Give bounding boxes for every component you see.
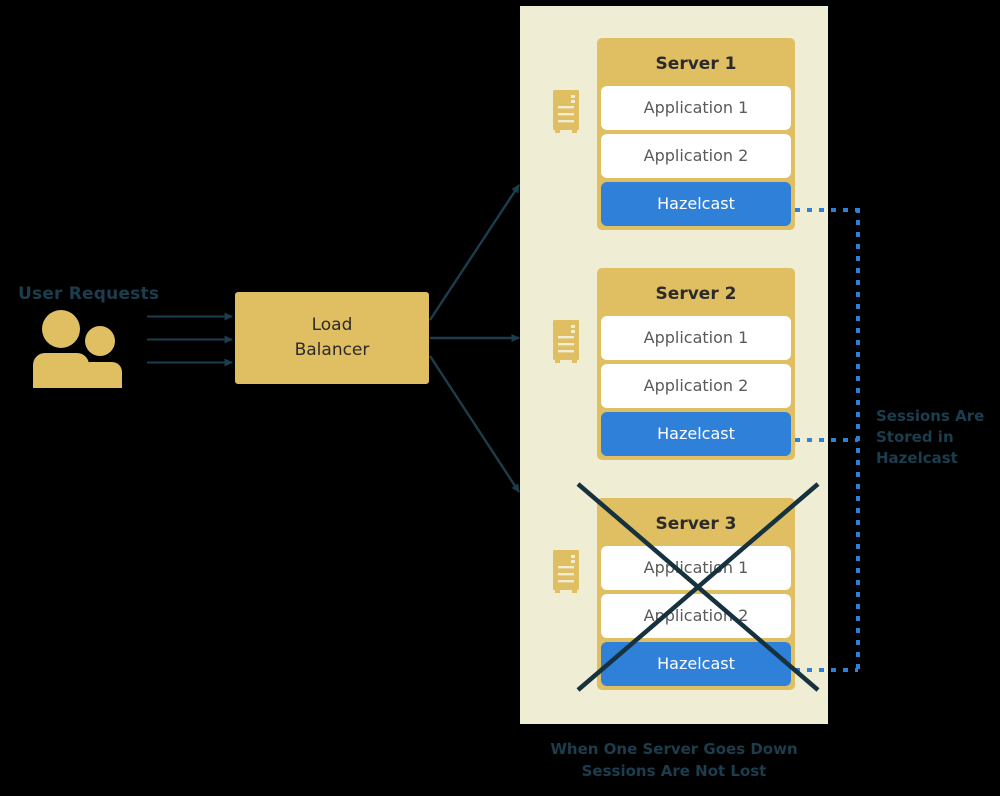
server-card-2[interactable]: Server 2 Application 1 Application 2 Haz… (597, 268, 795, 460)
server-rack-icon (553, 550, 579, 593)
hazelcast-row[interactable]: Hazelcast (601, 642, 791, 686)
hazelcast-row[interactable]: Hazelcast (601, 182, 791, 226)
hazelcast-row[interactable]: Hazelcast (601, 412, 791, 456)
sessions-stored-note: Sessions Are Stored in Hazelcast (876, 407, 985, 467)
bottom-caption-line1: When One Server Goes Down (550, 740, 798, 758)
application-row[interactable]: Application 1 (601, 316, 791, 360)
server-card-1[interactable]: Server 1 Application 1 Application 2 Haz… (597, 38, 795, 230)
application-row[interactable]: Application 1 (601, 86, 791, 130)
load-balancer-label-line2: Balancer (294, 340, 370, 360)
server-card-3[interactable]: Server 3 Application 1 Application 2 Haz… (597, 498, 795, 690)
application-row[interactable]: Application 2 (601, 134, 791, 178)
server-rack-icon (553, 90, 579, 133)
application-row[interactable]: Application 1 (601, 546, 791, 590)
application-row[interactable]: Application 2 (601, 364, 791, 408)
server-title: Server 3 (655, 514, 737, 534)
load-balancer-box[interactable]: Load Balancer (235, 292, 429, 384)
bottom-caption-line2: Sessions Are Not Lost (581, 762, 767, 780)
load-balancer-arrows (428, 184, 521, 493)
user-requests-label: User Requests (18, 284, 160, 304)
application-row[interactable]: Application 2 (601, 594, 791, 638)
server-title: Server 1 (655, 54, 737, 74)
load-balancer-label-line1: Load (311, 315, 353, 335)
user-request-arrows (147, 312, 234, 367)
users-icon (33, 310, 122, 388)
bottom-caption: When One Server Goes Down Sessions Are N… (520, 738, 828, 782)
server-rack-icon (553, 320, 579, 363)
server-title: Server 2 (655, 284, 737, 304)
